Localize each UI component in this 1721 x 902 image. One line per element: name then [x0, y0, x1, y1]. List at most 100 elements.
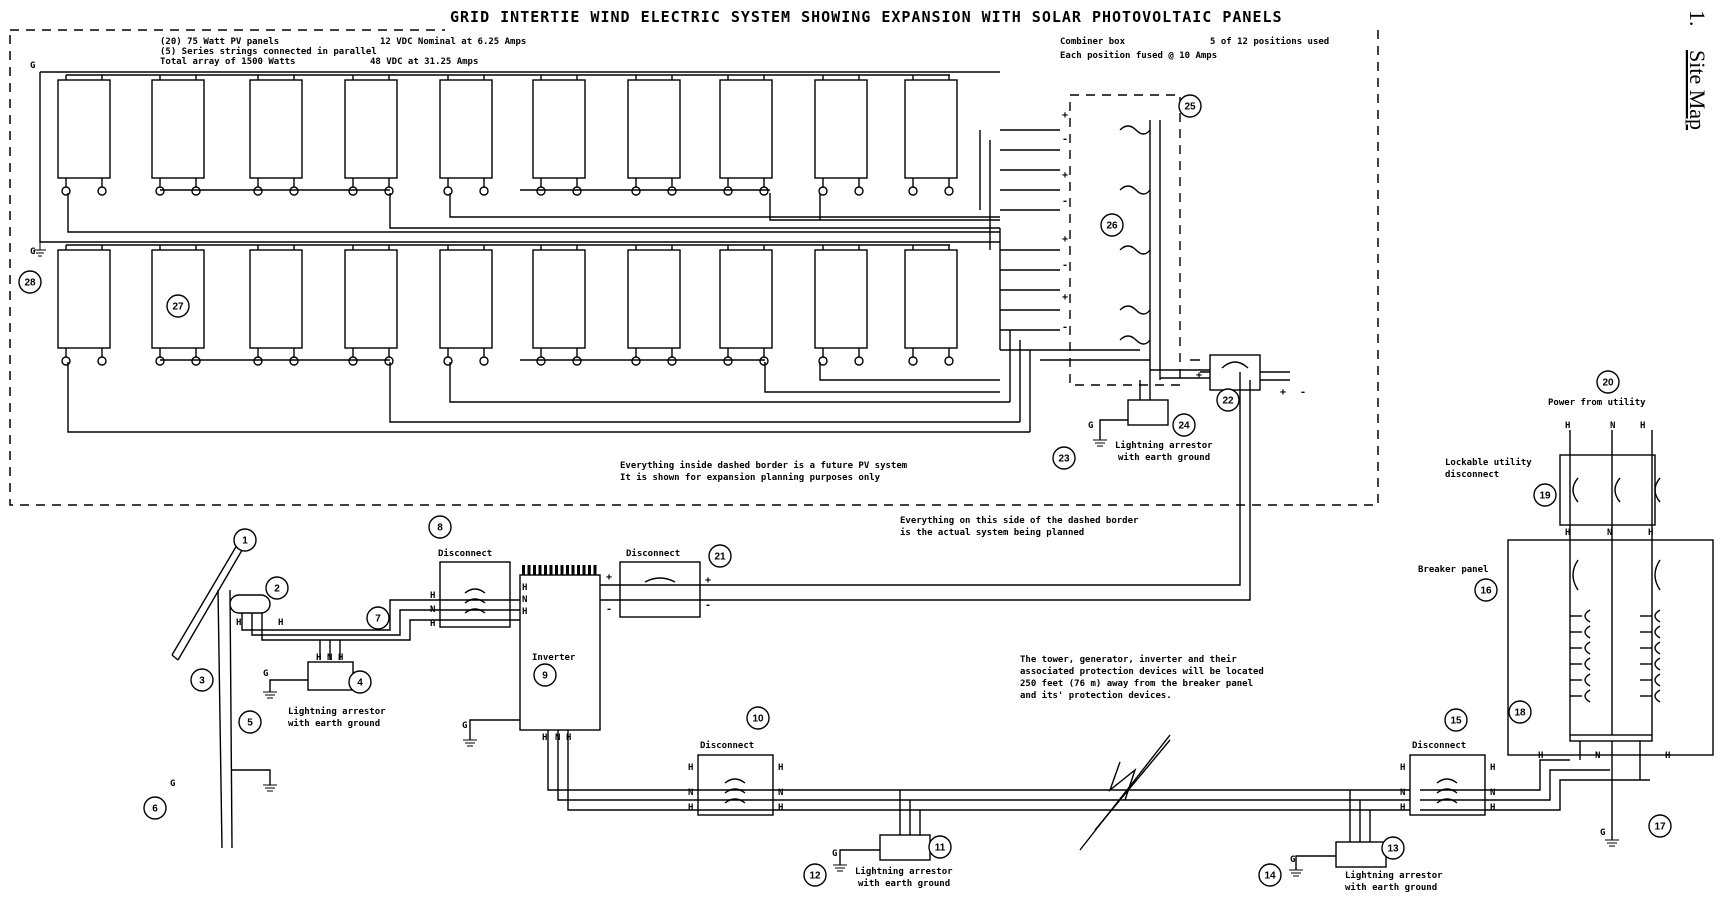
fuse-icon [1119, 335, 1151, 345]
callout-6: 6 [143, 796, 167, 820]
inv-n: N [522, 595, 527, 605]
pv-panel [249, 75, 303, 196]
note-distance-3: 250 feet (76 m) away from the breaker pa… [1020, 679, 1253, 689]
pv-panel-row-top [57, 74, 958, 196]
terminal-icon [667, 356, 677, 366]
side-label: 1. Site Map [1685, 10, 1710, 130]
inv-out-n: N [555, 733, 560, 743]
svg-text:5: 5 [247, 718, 253, 729]
turbine-h-1: H [236, 618, 241, 628]
terminal-icon [348, 356, 358, 366]
combiner-minus-3: - [1062, 260, 1068, 271]
pv-panel [532, 245, 586, 366]
util-n: N [1610, 421, 1615, 431]
terminal-icon [536, 186, 546, 196]
svg-text:13: 13 [1387, 844, 1399, 855]
breaker-icon [1654, 609, 1661, 623]
svg-text:20: 20 [1602, 378, 1614, 389]
utility-and-breaker-panel: Power from utility H N H Lockable utilit… [1418, 397, 1714, 847]
callout-26: 26 [1100, 213, 1124, 237]
heatsink-fin [544, 565, 547, 575]
lightning-arrestor-4: G H N H Lightning arrestor with earth gr… [263, 653, 386, 729]
svg-text:28: 28 [24, 278, 36, 289]
note-future-1: Everything inside dashed border is a fut… [620, 460, 908, 471]
terminal-icon [443, 356, 453, 366]
callout-14: 14 [1258, 863, 1282, 887]
fuse-icon [1119, 185, 1151, 195]
terminal-icon [944, 186, 954, 196]
terminal-icon [818, 356, 828, 366]
terminal-icon [818, 186, 828, 196]
disc15-h-in2: H [1400, 803, 1405, 813]
callout-16: 16 [1474, 578, 1498, 602]
disc21-plus: + [705, 575, 711, 586]
svg-text:25: 25 [1184, 102, 1196, 113]
lightning-label-13a: Lightning arrestor [1345, 870, 1443, 881]
ground-letter-17: G [1600, 828, 1605, 838]
notes: Everything inside dashed border is a fut… [620, 460, 1264, 701]
breaker-icon [1584, 657, 1591, 671]
callout-10: 10 [746, 706, 770, 730]
svg-text:3: 3 [199, 676, 205, 687]
breaker-icon [1654, 641, 1661, 655]
pv-panel [57, 245, 111, 366]
callout-9: 9 [533, 663, 557, 687]
panel-n-in: N [1595, 751, 1600, 761]
terminal-icon [348, 186, 358, 196]
disc10-n-out: N [778, 788, 783, 798]
note-actual-1: Everything on this side of the dashed bo… [900, 515, 1139, 526]
pv-panel [439, 245, 493, 366]
heatsink-fin [555, 565, 558, 575]
breaker-icon [1584, 641, 1591, 655]
note-actual-2: is the actual system being planned [900, 527, 1084, 538]
breaker22-plus: + [1196, 370, 1202, 381]
ground-letter-inverter: G [462, 721, 467, 731]
callout-11: 11 [928, 835, 952, 859]
arrestor4-h2: H [338, 653, 343, 663]
breaker-icon [1654, 673, 1661, 687]
disc10-h-in2: H [688, 803, 693, 813]
disconnect-15-label: Disconnect [1412, 740, 1466, 751]
svg-text:22: 22 [1222, 396, 1234, 407]
disc15-h-out2: H [1490, 803, 1495, 813]
pv-panel [627, 245, 681, 366]
note-distance-4: and its' protection devices. [1020, 690, 1172, 701]
ground-letter-left: G [30, 247, 35, 257]
pv-panel [344, 245, 398, 366]
terminal-icon [944, 356, 954, 366]
disconnect-8-label: Disconnect [438, 548, 492, 559]
inv-h1: H [522, 583, 527, 593]
array-spec-line1a: (20) 75 Watt PV panels [160, 37, 279, 47]
disc15-n-in: N [1400, 788, 1405, 798]
heatsink-fin [577, 565, 580, 575]
lockable-label-1: Lockable utility [1445, 457, 1532, 468]
util-h1: H [1565, 421, 1570, 431]
callout-27: 27 [166, 294, 190, 318]
util-out-h1: H [1565, 528, 1570, 538]
lightning-label-11a: Lightning arrestor [855, 866, 953, 877]
util-out-n: N [1607, 528, 1612, 538]
terminal-icon [536, 356, 546, 366]
svg-text:27: 27 [172, 302, 184, 313]
svg-text:11: 11 [935, 843, 946, 854]
disc15-h-out1: H [1490, 763, 1495, 773]
callout-17: 17 [1648, 814, 1672, 838]
callout-15: 15 [1444, 708, 1468, 732]
combiner-spec-line1a: Combiner box [1060, 36, 1126, 47]
terminal-icon [384, 356, 394, 366]
svg-text:26: 26 [1106, 221, 1118, 232]
pv-panel [532, 75, 586, 196]
disc10-n-in: N [688, 788, 693, 798]
util-h2: H [1640, 421, 1645, 431]
fuse-icon [1119, 245, 1151, 255]
callout-28: 28 [18, 270, 42, 294]
ground-letter-6: G [170, 779, 175, 789]
pv-panel [719, 245, 773, 366]
svg-text:19: 19 [1539, 491, 1551, 502]
heatsink-fin [582, 565, 586, 575]
heatsink-fin [560, 565, 564, 575]
disconnect-10-label: Disconnect [700, 740, 754, 751]
future-pv-dashed-border [9, 29, 1379, 506]
terminal-icon [759, 186, 769, 196]
